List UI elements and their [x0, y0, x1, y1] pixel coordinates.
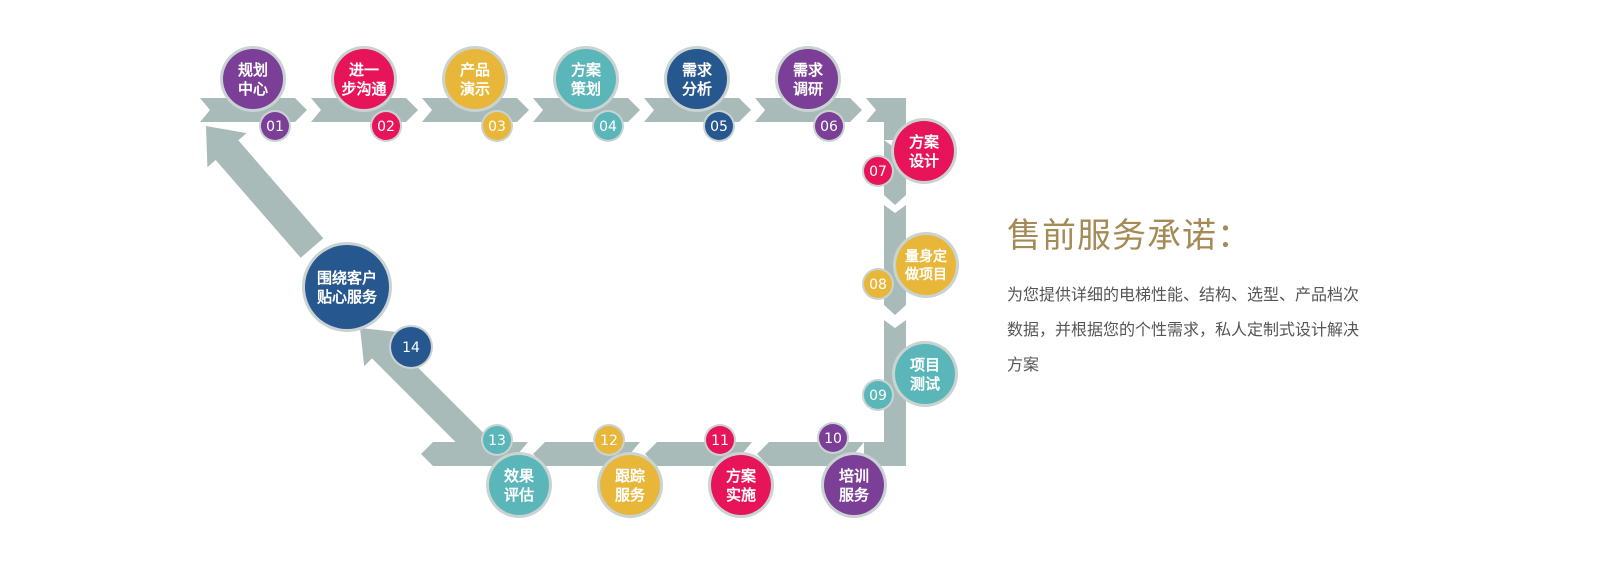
step-number: 11 — [711, 433, 729, 449]
step-label: 演示 — [460, 80, 490, 98]
step-circle — [895, 344, 955, 404]
step-badge — [815, 112, 843, 140]
step-number: 01 — [266, 119, 284, 135]
flow-arrow-segment — [864, 420, 906, 466]
step-label: 服务 — [615, 486, 646, 504]
step-label: 调研 — [793, 80, 823, 98]
step-circle — [489, 455, 549, 515]
step-badge — [594, 112, 622, 140]
step-badge — [864, 157, 892, 185]
step-badge — [372, 112, 400, 140]
step-badge — [483, 112, 511, 140]
flow-steps: 规划中心01进一步沟通02产品演示03方案策划04需求分析05需求调研06方案设… — [220, 46, 959, 518]
step-number: 14 — [402, 340, 420, 356]
flow-arrow-segment — [866, 98, 906, 140]
step-number: 12 — [600, 433, 618, 449]
step-label: 围绕客户 — [317, 269, 377, 287]
step-label: 跟踪 — [615, 467, 645, 485]
step-circle — [894, 121, 954, 181]
step-number: 02 — [377, 119, 395, 135]
step-badge — [595, 426, 623, 454]
promise-body: 为您提供详细的电梯性能、结构、选型、产品档次数据，并根据您的个性需求，私人定制式… — [1007, 285, 1360, 374]
step-label: 产品 — [460, 61, 490, 79]
step-number: 07 — [869, 164, 887, 180]
step-circle — [896, 235, 956, 295]
step-number: 10 — [824, 431, 842, 447]
step-label: 步沟通 — [341, 80, 386, 98]
step-badge — [705, 112, 733, 140]
step-badge — [261, 112, 289, 140]
step-label: 规划 — [238, 61, 268, 79]
step-circle — [305, 245, 389, 329]
step-label: 方案 — [726, 467, 757, 485]
step-label: 进一 — [349, 61, 379, 79]
step-circle — [223, 49, 283, 109]
step-label: 培训 — [839, 467, 869, 485]
step-label: 方案 — [571, 61, 602, 79]
step-label: 贴心服务 — [317, 288, 378, 306]
step-number: 03 — [488, 119, 506, 135]
step-label: 做项目 — [904, 266, 947, 283]
step-badge — [864, 270, 892, 298]
step-label: 设计 — [909, 152, 939, 170]
step-circle — [600, 455, 660, 515]
step-circle — [778, 49, 838, 109]
step-label: 需求 — [682, 61, 713, 79]
step-number: 08 — [869, 277, 887, 293]
step-label: 评估 — [504, 486, 534, 504]
step-label: 服务 — [839, 486, 870, 504]
step-number: 13 — [488, 433, 506, 449]
step-label: 量身定 — [905, 248, 947, 265]
service-flow-diagram: 规划中心01进一步沟通02产品演示03方案策划04需求分析05需求调研06方案设… — [200, 46, 959, 518]
step-badge — [819, 424, 847, 452]
step-badge — [483, 426, 511, 454]
promise-title: 售前服务承诺： — [1007, 216, 1252, 256]
step-circle — [445, 49, 505, 109]
step-label: 分析 — [682, 80, 712, 98]
step-number: 04 — [599, 119, 617, 135]
step-badge — [706, 426, 734, 454]
step-circle — [667, 49, 727, 109]
step-label: 中心 — [238, 80, 268, 98]
step-label: 策划 — [570, 80, 601, 98]
step-label: 实施 — [726, 486, 756, 504]
step-circle — [556, 49, 616, 109]
step-badge — [391, 327, 431, 367]
flow-arrow-diagonal — [206, 126, 324, 258]
step-label: 测试 — [910, 375, 940, 393]
step-label: 需求 — [793, 61, 824, 79]
step-circle — [334, 49, 394, 109]
promise-panel: 售前服务承诺： 为您提供详细的电梯性能、结构、选型、产品档次数据，并根据您的个性… — [1007, 208, 1377, 382]
flow-arrow-diagonal — [360, 328, 488, 456]
step-number: 09 — [869, 388, 887, 404]
step-badge — [864, 381, 892, 409]
step-number: 06 — [820, 119, 838, 135]
step-circle — [824, 455, 884, 515]
step-label: 方案 — [909, 133, 940, 151]
step-circle — [711, 455, 771, 515]
step-label: 项目 — [910, 356, 940, 374]
step-label: 效果 — [504, 467, 535, 485]
step-number: 05 — [710, 119, 728, 135]
